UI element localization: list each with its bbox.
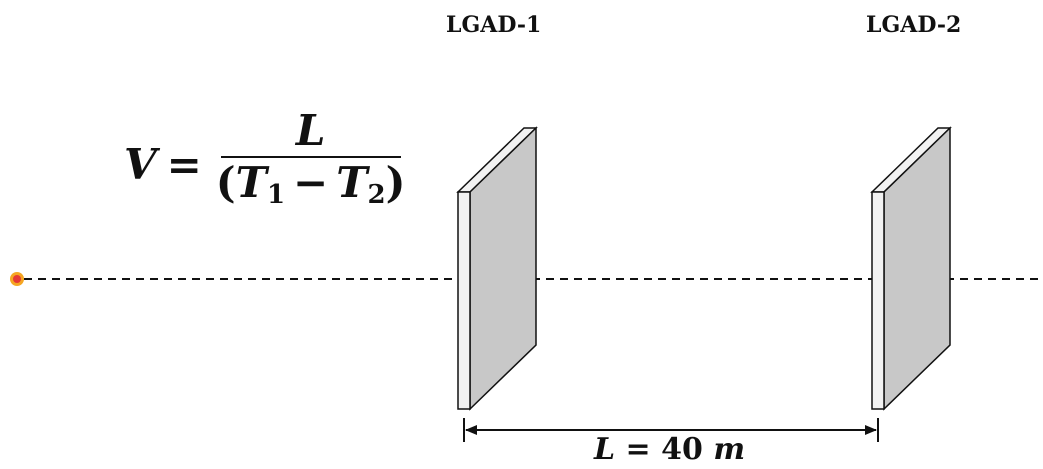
distance-equals: =	[625, 432, 651, 467]
lgad-1-plate	[456, 126, 538, 411]
formula-denominator: (T1−T2)	[216, 158, 406, 220]
den-minus: −	[293, 158, 329, 207]
lgad-2-plate	[870, 126, 952, 411]
den-t1-sub: 1	[266, 180, 286, 210]
formula-fraction: L (T1−T2)	[216, 108, 406, 220]
lgad-2-front-edge	[871, 191, 885, 410]
lgad-1-label: LGAD-1	[446, 12, 542, 38]
den-t2-sub: 2	[367, 180, 386, 210]
distance-unit: m	[713, 432, 746, 467]
velocity-formula: V = L (T1−T2)	[124, 108, 405, 220]
den-open-paren: (	[215, 158, 236, 207]
lgad-2-label: LGAD-2	[866, 12, 962, 38]
den-close-paren: )	[385, 158, 406, 207]
fraction-bar	[220, 156, 401, 158]
formula-equals: =	[166, 139, 202, 189]
distance-value: 40	[661, 432, 703, 467]
formula-lhs: V	[124, 139, 157, 189]
particle-source-dot	[13, 275, 21, 283]
lgad-1-front-edge	[457, 191, 471, 410]
den-t1: T	[235, 158, 267, 207]
formula-numerator: L	[295, 106, 326, 155]
distance-label: L = 40 m	[594, 432, 745, 467]
distance-var: L	[594, 432, 616, 467]
den-t2: T	[336, 158, 368, 207]
